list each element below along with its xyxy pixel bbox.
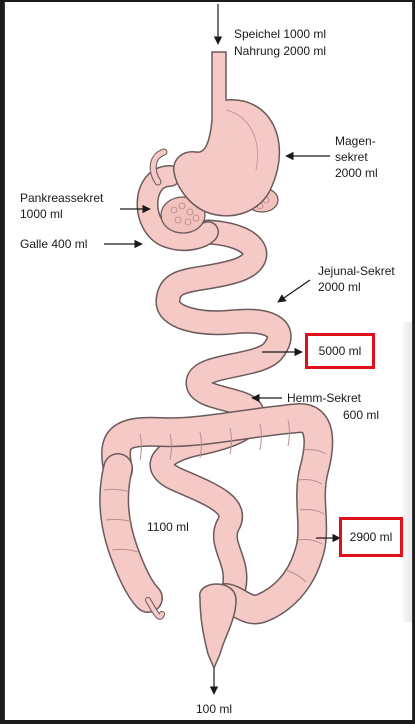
pankreas-label-line1: Pankreassekret — [20, 191, 103, 205]
nahrung-label: Nahrung 2000 ml — [234, 44, 326, 58]
pankreas-label-line2: 1000 ml — [20, 207, 63, 221]
magen-label-line3: 2000 ml — [335, 166, 378, 180]
jejunal-label-line2: 2000 ml — [318, 280, 361, 294]
colon-absorbed-value: 2900 ml — [350, 530, 393, 544]
jejunal-label-line1: Jejunal-Sekret — [318, 264, 395, 278]
rectum — [200, 584, 236, 668]
colon-inflow-label: 1100 ml — [147, 520, 189, 534]
hemm-label-line1: Hemm-Sekret — [287, 391, 361, 405]
stool-label: 100 ml — [196, 702, 232, 716]
magen-label-line2: sekret — [335, 150, 368, 164]
stomach — [174, 52, 280, 216]
jejunal-arrow — [278, 280, 310, 302]
magen-label-line1: Magen- — [335, 134, 376, 148]
speichel-label: Speichel 1000 ml — [234, 27, 326, 41]
small-intestine-volume-value: 5000 ml — [319, 344, 362, 358]
hemm-label-line2: 600 ml — [343, 408, 379, 422]
small-intestine-volume-box: 5000 ml — [305, 333, 375, 369]
galle-label: Galle 400 ml — [20, 237, 87, 251]
colon-absorbed-box: 2900 ml — [339, 517, 403, 557]
